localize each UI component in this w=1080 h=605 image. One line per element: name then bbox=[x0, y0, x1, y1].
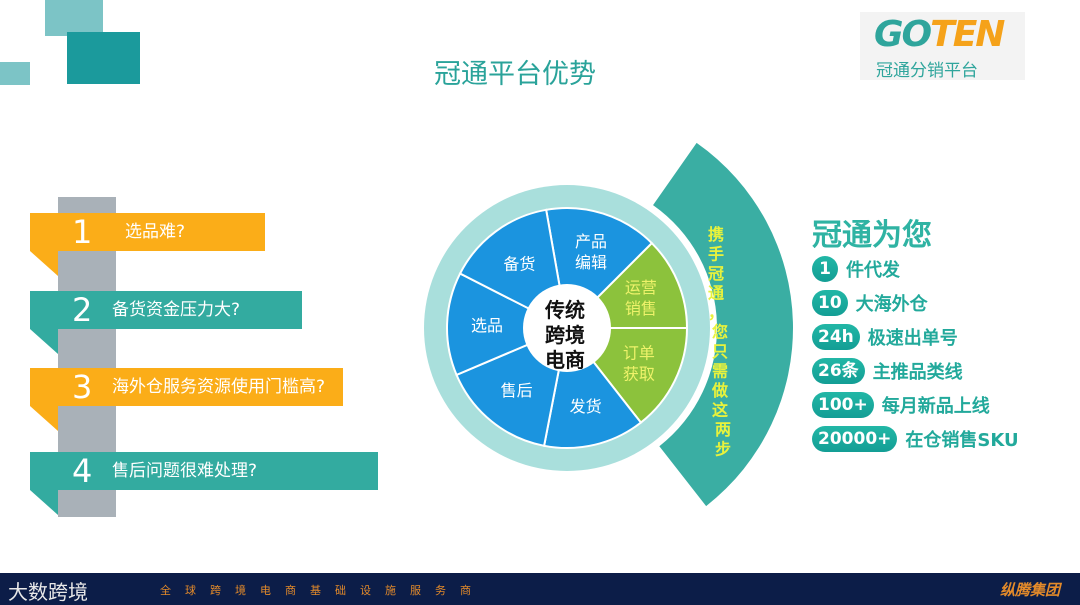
problem-item: 2 备货资金压力大? bbox=[30, 291, 302, 329]
band-text: 携手冠通，您只需做这两步 bbox=[708, 225, 731, 459]
benefit-item: 100+ 每月新品上线 bbox=[812, 392, 990, 418]
center-circle bbox=[523, 284, 611, 372]
benefit-badge: 1 bbox=[812, 256, 838, 282]
right-band bbox=[653, 142, 793, 507]
benefit-badge: 100+ bbox=[812, 392, 874, 418]
segment-label: 发货 bbox=[570, 397, 602, 416]
footer-slogan: 全球跨境电商基础设施服务商 bbox=[160, 584, 485, 597]
goten-logo: GOTEN 冠通分销平台 bbox=[860, 12, 1025, 81]
segment-label: 选品 bbox=[471, 316, 503, 335]
center-label: 电商 bbox=[545, 348, 585, 372]
benefit-badge: 24h bbox=[812, 324, 860, 350]
problem-number: 2 bbox=[72, 291, 93, 329]
benefit-item: 24h 极速出单号 bbox=[812, 324, 958, 350]
problem-text: 海外仓服务资源使用门槛高? bbox=[112, 377, 326, 397]
center-label: 传统 bbox=[544, 298, 585, 322]
benefit-text: 大海外仓 bbox=[855, 294, 928, 315]
segment-label: 运营 bbox=[625, 278, 657, 297]
ribbon-fold bbox=[30, 329, 58, 354]
benefit-text: 主推品类线 bbox=[872, 362, 963, 383]
segment-label: 备货 bbox=[503, 255, 535, 274]
ribbon-fold bbox=[30, 490, 58, 515]
problem-item: 4 售后问题很难处理? bbox=[30, 452, 378, 490]
benefit-text: 在仓销售SKU bbox=[905, 430, 1019, 451]
segment-label: 销售 bbox=[625, 299, 657, 318]
segment-label: 产品 bbox=[575, 232, 607, 251]
problem-item: 1 选品难? bbox=[30, 213, 265, 251]
decor-square bbox=[45, 0, 103, 36]
benefit-item: 20000+ 在仓销售SKU bbox=[812, 426, 1019, 452]
benefit-badge: 10 bbox=[812, 290, 848, 316]
problem-number: 3 bbox=[72, 368, 93, 406]
ribbon-fold bbox=[30, 251, 58, 276]
segment-label: 获取 bbox=[623, 365, 655, 384]
benefit-text: 件代发 bbox=[846, 260, 900, 281]
benefit-badge: 26条 bbox=[812, 358, 865, 384]
segment-label: 编辑 bbox=[575, 253, 607, 272]
page-title: 冠通平台优势 bbox=[434, 59, 596, 90]
benefit-item: 26条主推品类线 bbox=[812, 358, 963, 384]
segment-label: 订单 bbox=[623, 344, 655, 363]
benefit-badge: 20000+ bbox=[812, 426, 898, 452]
decor-square bbox=[67, 32, 140, 84]
ribbon-fold bbox=[30, 406, 58, 431]
benefit-item: 10 大海外仓 bbox=[812, 290, 928, 316]
footer-corp-logo: 纵腾集团 bbox=[999, 581, 1060, 599]
footer-brand: 大数跨境 bbox=[8, 580, 88, 604]
benefit-item: 1 件代发 bbox=[812, 256, 900, 282]
benefit-text: 每月新品上线 bbox=[881, 396, 990, 417]
problem-text: 备货资金压力大? bbox=[112, 300, 241, 320]
problem-text: 售后问题很难处理? bbox=[112, 461, 258, 481]
problem-number: 1 bbox=[72, 213, 93, 251]
problem-number: 4 bbox=[72, 452, 93, 490]
decor-square bbox=[0, 62, 30, 85]
benefit-text: 极速出单号 bbox=[867, 328, 958, 349]
problem-item: 3 海外仓服务资源使用门槛高? bbox=[30, 368, 343, 406]
center-label: 跨境 bbox=[545, 323, 585, 347]
footer-bar: 大数跨境 全球跨境电商基础设施服务商 纵腾集团 bbox=[0, 573, 1080, 605]
benefits-title: 冠通为您 bbox=[812, 218, 932, 253]
problem-text: 选品难? bbox=[125, 222, 186, 242]
segment-label: 售后 bbox=[501, 381, 533, 400]
